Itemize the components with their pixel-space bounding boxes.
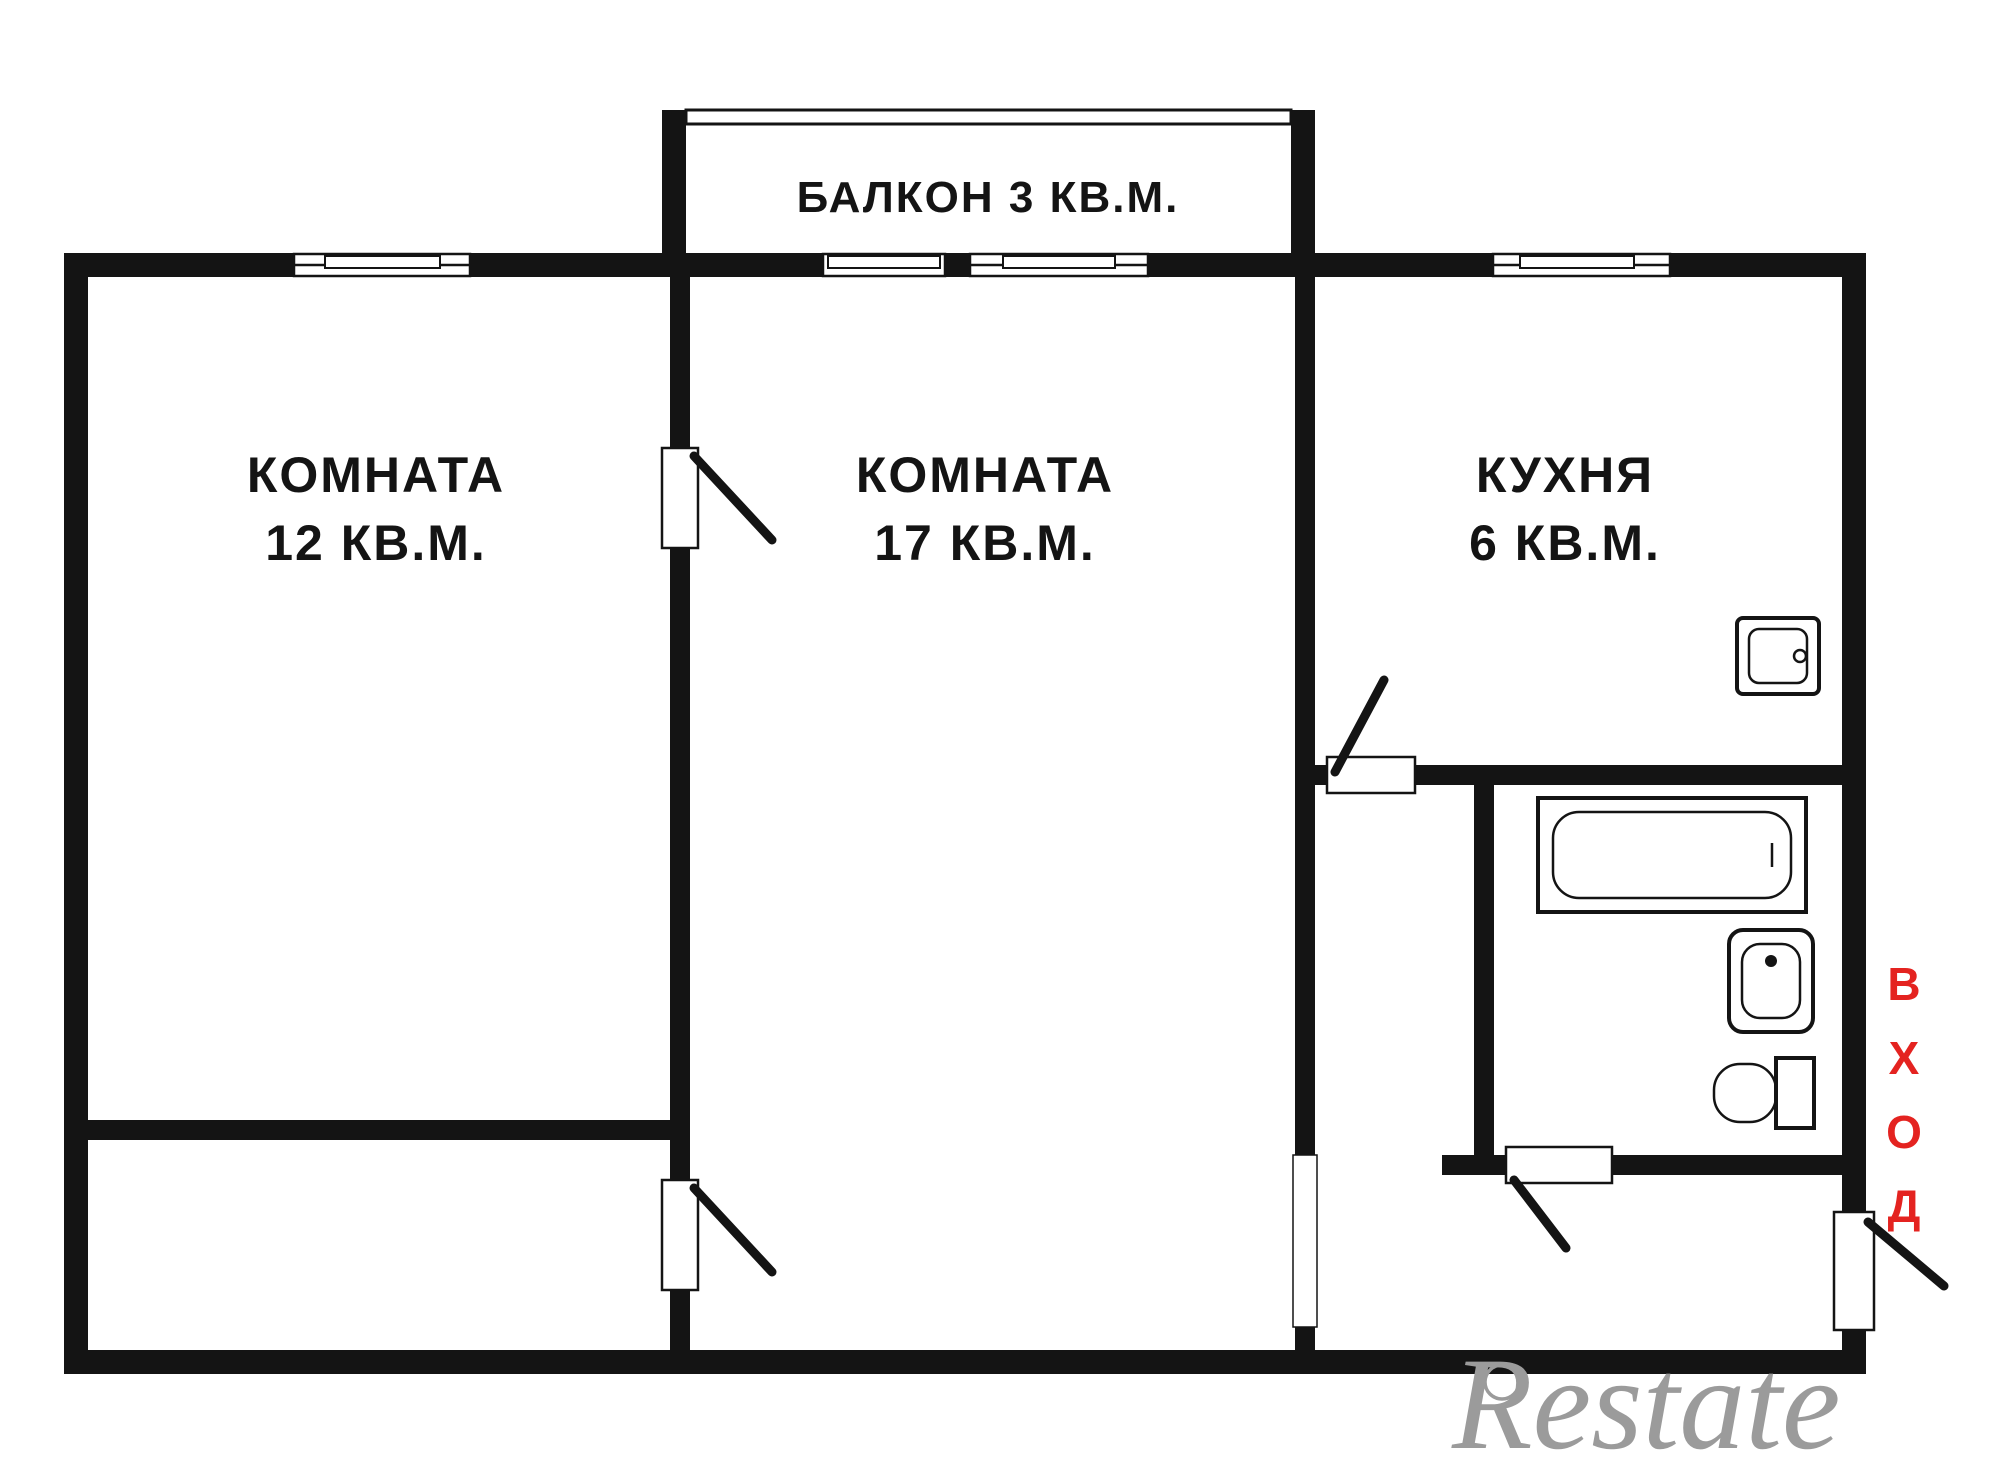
room-small-label: КОМНАТА 12 КВ.М. <box>247 447 505 571</box>
balcony-railing <box>684 108 1293 126</box>
door-jamb <box>1832 1210 1876 1332</box>
kitchen-name: КУХНЯ <box>1476 447 1654 503</box>
watermark-logo-ring <box>1483 1363 1521 1401</box>
kitchen-fixtures <box>1735 616 1821 696</box>
door-jamb <box>660 446 700 550</box>
storage-wall <box>64 1120 690 1140</box>
entrance-letter-1: В <box>1887 958 1922 1010</box>
sink-outer <box>1735 616 1821 696</box>
room-small-name: КОМНАТА <box>247 447 505 503</box>
bathroom-left-wall <box>1474 785 1494 1175</box>
kitchen-divider-wall <box>1295 253 1315 1374</box>
wash-basin-icon <box>1727 928 1815 1034</box>
room-large-name: КОМНАТА <box>856 447 1114 503</box>
door-jamb <box>660 1178 700 1292</box>
door-leaf <box>1509 1175 1571 1253</box>
windows <box>292 252 1672 278</box>
balcony-right-wall <box>1291 110 1315 253</box>
kitchen-area: 6 КВ.М. <box>1469 515 1661 571</box>
left-wall <box>64 253 88 1374</box>
bathroom-door <box>1504 1145 1614 1253</box>
window-vent-tick <box>827 255 941 269</box>
room-small-door <box>660 446 777 550</box>
balcony-door-opening <box>821 252 947 278</box>
kitchen-bottom-wall <box>1295 765 1866 785</box>
room-large-area: 17 КВ.М. <box>874 515 1096 571</box>
watermark: Restate <box>1451 1330 1841 1461</box>
bathroom-fixtures <box>1536 796 1816 1130</box>
kitchen-window <box>1491 252 1672 278</box>
basin-faucet <box>1765 955 1777 967</box>
storage-door <box>660 1178 777 1292</box>
entrance-letter-3: О <box>1886 1106 1924 1158</box>
bathtub-inner <box>1551 810 1793 900</box>
kitchen-label: КУХНЯ 6 КВ.М. <box>1469 447 1661 571</box>
bottom-wall <box>64 1350 1866 1374</box>
toilet-bowl <box>1712 1062 1778 1124</box>
balcony-label: БАЛКОН 3 КВ.М. <box>797 173 1180 222</box>
room-small-window <box>292 252 472 278</box>
entrance-letter-2: Х <box>1889 1032 1922 1084</box>
entrance-letter-4: Д <box>1888 1180 1923 1232</box>
balcony-window <box>968 252 1150 278</box>
basin-inner <box>1740 942 1802 1020</box>
window-vent-tick <box>1519 255 1635 269</box>
watermark-text: Restate <box>1451 1330 1841 1461</box>
room-large-passage <box>1292 1154 1318 1328</box>
room-small-area: 12 КВ.М. <box>265 515 487 571</box>
bathtub-icon <box>1536 796 1808 914</box>
window-vent-tick <box>1002 255 1116 269</box>
right-wall <box>1842 253 1866 1374</box>
toilet-tank <box>1774 1056 1816 1130</box>
passage-opening <box>1292 1154 1318 1328</box>
kitchen-door <box>1325 675 1417 795</box>
door-jamb <box>1504 1145 1614 1185</box>
entrance-door <box>1832 1210 1949 1332</box>
entrance-label: В Х О Д <box>1886 958 1924 1232</box>
window-vent-tick <box>324 255 441 269</box>
room-labels: КОМНАТА 12 КВ.М. КОМНАТА 17 КВ.М. КУХНЯ … <box>247 447 1661 571</box>
balcony-left-wall <box>662 110 686 253</box>
door-leaf <box>689 451 777 545</box>
balcony: БАЛКОН 3 КВ.М. <box>662 108 1315 253</box>
door-leaf <box>689 1183 777 1277</box>
door-leaf <box>1863 1217 1949 1291</box>
bathtub-outer <box>1536 796 1808 914</box>
basin-outer <box>1727 928 1815 1034</box>
doors <box>660 446 1949 1332</box>
room-large-label: КОМНАТА 17 КВ.М. <box>856 447 1114 571</box>
kitchen-sink-icon <box>1735 616 1821 696</box>
door-leaf <box>1330 675 1389 777</box>
sink-faucet <box>1792 648 1808 664</box>
toilet-icon <box>1712 1056 1816 1130</box>
